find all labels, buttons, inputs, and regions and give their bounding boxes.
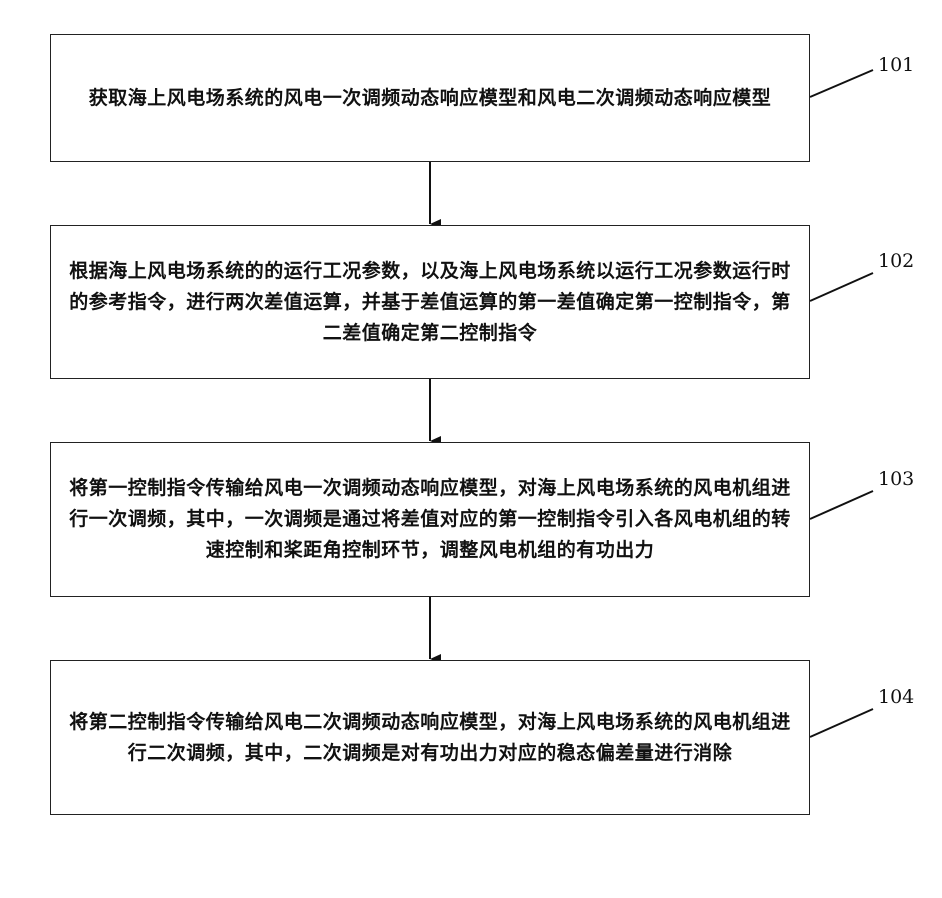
step-box-102: 根据海上风电场系统的的运行工况参数，以及海上风电场系统以运行工况参数运行时的参考…: [50, 225, 810, 379]
leader-line-103: [810, 491, 873, 519]
step-box-103: 将第一控制指令传输给风电一次调频动态响应模型，对海上风电场系统的风电机组进行一次…: [50, 442, 810, 597]
step-box-101: 获取海上风电场系统的风电一次调频动态响应模型和风电二次调频动态响应模型: [50, 34, 810, 162]
step-number-102: 102: [878, 250, 914, 272]
step-text-104: 将第二控制指令传输给风电二次调频动态响应模型，对海上风电场系统的风电机组进行二次…: [65, 707, 795, 769]
leader-line-102: [810, 273, 873, 301]
step-box-104: 将第二控制指令传输给风电二次调频动态响应模型，对海上风电场系统的风电机组进行二次…: [50, 660, 810, 815]
leader-line-104: [810, 709, 873, 737]
step-text-103: 将第一控制指令传输给风电一次调频动态响应模型，对海上风电场系统的风电机组进行一次…: [65, 473, 795, 566]
step-text-101: 获取海上风电场系统的风电一次调频动态响应模型和风电二次调频动态响应模型: [89, 83, 772, 114]
step-text-102: 根据海上风电场系统的的运行工况参数，以及海上风电场系统以运行工况参数运行时的参考…: [65, 256, 795, 349]
step-number-104: 104: [878, 686, 914, 708]
step-number-103: 103: [878, 468, 914, 490]
step-number-101: 101: [878, 54, 914, 76]
leader-line-101: [810, 70, 873, 97]
